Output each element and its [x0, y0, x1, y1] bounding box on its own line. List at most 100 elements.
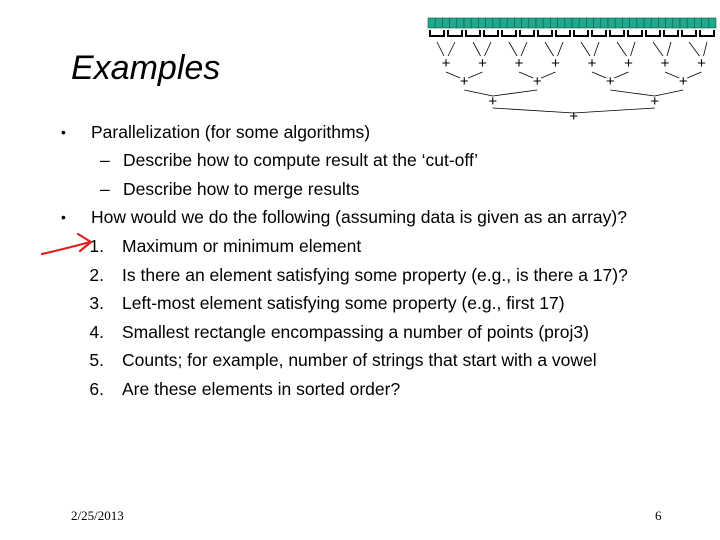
- item-number: 5.: [89, 350, 104, 370]
- array-cell: [622, 17, 630, 29]
- chunk-bracket: [645, 30, 661, 37]
- tree-edge: [508, 41, 518, 57]
- array-cell: [528, 17, 537, 29]
- chunk-bracket: [537, 30, 553, 37]
- array-cell: [449, 17, 458, 29]
- array-cell: [686, 17, 695, 29]
- array-cell: [593, 17, 602, 29]
- bullet-marker: •: [61, 209, 66, 225]
- tree-edge: [688, 41, 700, 57]
- tree-edge: [464, 89, 493, 97]
- tree-edge: [492, 107, 574, 114]
- tree-edge: [610, 89, 655, 97]
- tree-edge: [445, 71, 461, 79]
- plus-node: +: [661, 55, 670, 72]
- plus-node: +: [460, 73, 469, 90]
- array-cell: [571, 17, 580, 29]
- item-text: Maximum or minimum element: [122, 236, 362, 256]
- chunk-bracket: [663, 30, 679, 37]
- tree-edge: [544, 41, 554, 57]
- item-number: 6.: [89, 379, 104, 399]
- sub-bullet-marker: –: [100, 179, 110, 199]
- plus-node: +: [624, 55, 633, 72]
- item-number: 3.: [89, 293, 104, 313]
- array-cell: [586, 17, 594, 29]
- chunk-bracket: [555, 30, 571, 37]
- array-cell: [578, 17, 587, 29]
- array-cell: [636, 17, 645, 29]
- array-cell: [550, 17, 558, 29]
- array-cell: [434, 17, 443, 29]
- tree-edge: [664, 71, 680, 79]
- chunk-bracket: [519, 30, 535, 37]
- tree-edge: [614, 71, 629, 79]
- chunk-bracket: [465, 30, 481, 37]
- tree-edge: [472, 41, 481, 57]
- array-cell: [694, 17, 702, 29]
- array-cell: [442, 17, 450, 29]
- footer-date: 2/25/2013: [71, 508, 124, 523]
- tree-edge: [591, 71, 607, 79]
- array-cell: [643, 17, 652, 29]
- tree-edge: [484, 41, 492, 57]
- tree-edge: [652, 41, 664, 57]
- sub-bullet-text: Describe how to merge results: [123, 179, 360, 199]
- tree-edge: [580, 41, 591, 57]
- array-cell: [463, 17, 472, 29]
- plus-node: +: [515, 55, 524, 72]
- tree-edge: [520, 41, 528, 57]
- plus-node: +: [442, 55, 451, 72]
- array-cell: [427, 17, 436, 29]
- array-cell: [708, 17, 717, 29]
- array-cell: [492, 17, 501, 29]
- plus-node: +: [588, 55, 597, 72]
- array-cell: [485, 17, 494, 29]
- reduction-tree-diagram: +++++++++++++++: [427, 17, 717, 125]
- array-cell: [542, 17, 551, 29]
- plus-node: +: [650, 93, 659, 110]
- array-cell: [564, 17, 573, 29]
- array-cell: [629, 17, 638, 29]
- tree-edge: [687, 71, 702, 79]
- array-cell: [658, 17, 666, 29]
- chunk-bracket: [483, 30, 499, 37]
- array-cell: [521, 17, 530, 29]
- tree-edge: [557, 41, 564, 57]
- plus-node: +: [478, 55, 487, 72]
- array-cell: [665, 17, 674, 29]
- tree-edge: [468, 71, 483, 79]
- item-number: 1.: [89, 236, 104, 256]
- plus-node: +: [679, 73, 688, 90]
- sub-bullet-text: Describe how to compute result at the ‘c…: [123, 150, 479, 170]
- item-text: Smallest rectangle encompassing a number…: [122, 322, 589, 342]
- chunk-bracket: [609, 30, 625, 37]
- array-cell: [535, 17, 544, 29]
- sub-bullet-marker: –: [100, 150, 110, 170]
- array-cell: [607, 17, 616, 29]
- tree-edge: [541, 71, 556, 79]
- chunk-bracket: [591, 30, 607, 37]
- item-text: Is there an element satisfying some prop…: [122, 265, 628, 285]
- item-text: Left-most element satisfying some proper…: [122, 293, 565, 313]
- bullet-text: How would we do the following (assuming …: [91, 207, 627, 227]
- array-cell: [701, 17, 710, 29]
- tree-edge: [447, 41, 456, 57]
- array-cell: [499, 17, 508, 29]
- tree-edge: [630, 41, 636, 57]
- array-cell: [478, 17, 486, 29]
- item-text: Are these elements in sorted order?: [122, 379, 401, 399]
- plus-node: +: [569, 108, 578, 125]
- tree-edge: [492, 89, 538, 97]
- tree-edge: [518, 71, 534, 79]
- chunk-bracket: [681, 30, 697, 37]
- array-cell: [514, 17, 522, 29]
- tree-edge: [573, 107, 655, 114]
- chunk-bracket: [447, 30, 463, 37]
- plus-node: +: [533, 73, 542, 90]
- bullet-text: Parallelization (for some algorithms): [91, 122, 371, 142]
- plus-node: +: [551, 55, 560, 72]
- chunk-bracket: [699, 30, 715, 37]
- tree-edge: [436, 41, 445, 57]
- array-cell: [679, 17, 688, 29]
- slide-title: Examples: [71, 49, 221, 87]
